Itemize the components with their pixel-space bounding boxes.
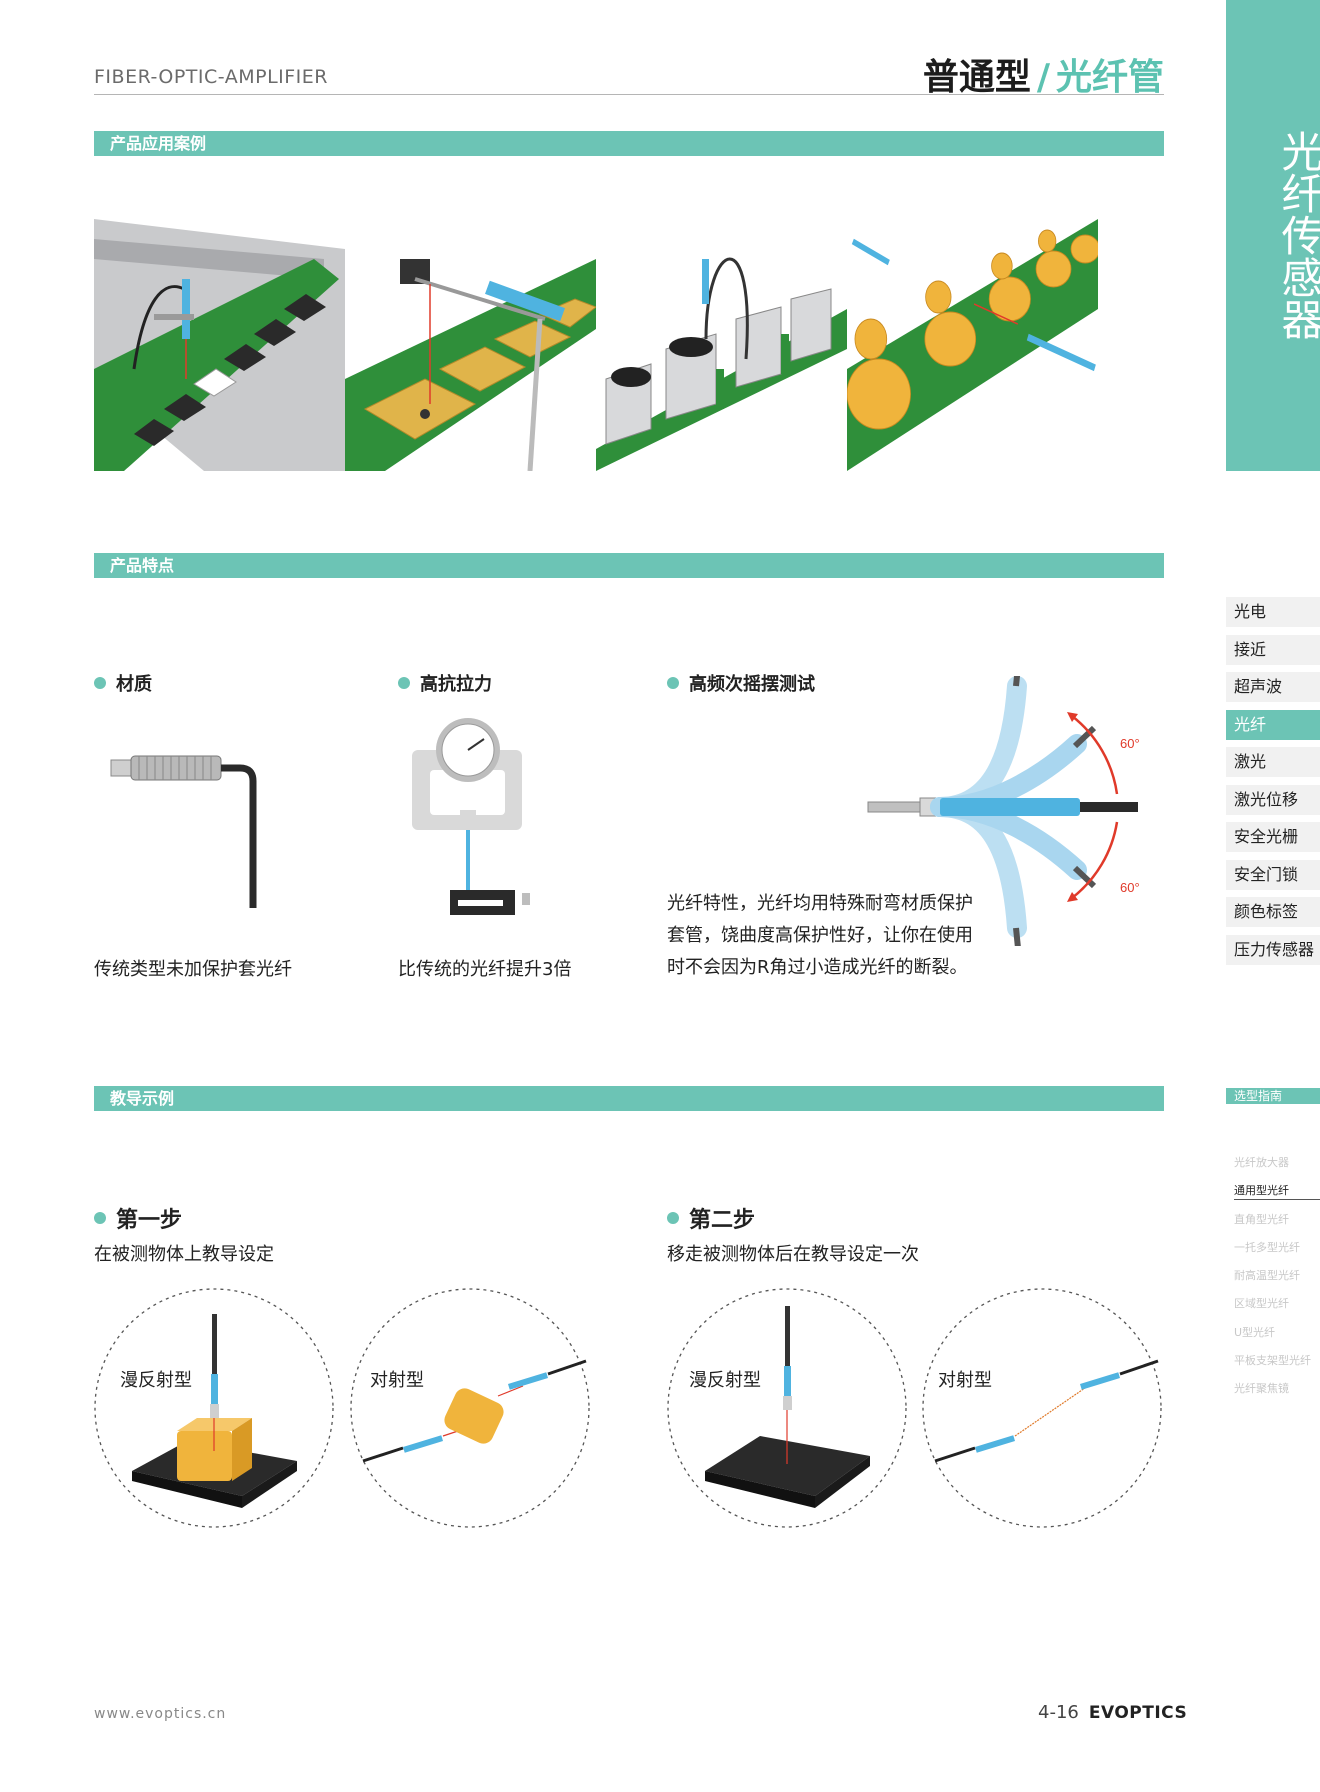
brand-logo: EVOPTICS [1088, 1703, 1188, 1723]
step2-diffuse-label: 漫反射型 [689, 1370, 761, 1391]
step2-diffuse-diagram [667, 1288, 907, 1528]
side-tab-text: 光纤传感器 [1275, 130, 1320, 340]
series-label: FIBER-OPTIC-AMPLIFIER [94, 66, 328, 88]
angle-label-top: 60° [1120, 736, 1140, 751]
bullet-dot [667, 677, 679, 689]
guide-item[interactable]: 平板支架型光纤 [1234, 1354, 1311, 1367]
step1-title: 第一步 [94, 1202, 182, 1234]
section-teaching: 教导示例 [94, 1086, 1164, 1111]
application-image-boxes [596, 219, 847, 471]
feature-swing-description: 光纤特性，光纤均用特殊耐弯材质保护套管，饶曲度高保护性好，让你在使用时不会因为R… [667, 893, 973, 978]
guide-item[interactable]: 光纤放大器 [1234, 1156, 1289, 1169]
bullet-dot [667, 1212, 679, 1224]
guide-item[interactable]: 一托多型光纤 [1234, 1241, 1300, 1254]
step1-diffuse-diagram [94, 1288, 334, 1528]
guide-item[interactable]: 通用型光纤 [1234, 1183, 1320, 1200]
page-title: 普通型/光纤管 [923, 48, 1164, 100]
header-divider [94, 94, 1164, 95]
guide-item[interactable]: 区域型光纤 [1234, 1297, 1289, 1310]
nav-item-fiber[interactable]: 光纤 [1226, 710, 1320, 740]
step2-through-beam-label: 对射型 [938, 1370, 992, 1391]
angle-label-bottom: 60° [1120, 880, 1140, 895]
nav-item-laser-displacement[interactable]: 激光位移 [1226, 785, 1320, 815]
tensile-test-illustration [412, 718, 530, 915]
bare-fiber-illustration [110, 755, 257, 908]
application-image-conveyor [94, 219, 345, 471]
feature-tensile-title: 高抗拉力 [398, 670, 492, 696]
nav-item-safety-curtain[interactable]: 安全光栅 [1226, 822, 1320, 852]
step2-description: 移走被测物体后在教导设定一次 [667, 1244, 919, 1265]
step1-through-beam-diagram [350, 1288, 590, 1528]
feature-material-title: 材质 [94, 670, 152, 696]
nav-item-safety-lock[interactable]: 安全门锁 [1226, 860, 1320, 890]
side-category-tab[interactable]: 光纤传感器 [1226, 0, 1320, 471]
application-image-ducks [847, 219, 1098, 471]
step2-title: 第二步 [667, 1202, 755, 1234]
selection-guide-title: 选型指南 [1226, 1088, 1320, 1104]
guide-item[interactable]: 耐高温型光纤 [1234, 1269, 1300, 1282]
nav-item-pressure[interactable]: 压力传感器 [1226, 935, 1320, 965]
swing-test-illustration: 60° 60° [867, 676, 1140, 946]
step1-description: 在被测物体上教导设定 [94, 1244, 274, 1265]
nav-item-ultrasonic[interactable]: 超声波 [1226, 672, 1320, 702]
nav-item-proximity[interactable]: 接近 [1226, 635, 1320, 665]
page-title-slash: / [1036, 57, 1050, 98]
application-image-blocks [345, 219, 596, 471]
nav-item-photoelectric[interactable]: 光电 [1226, 597, 1320, 627]
page-title-main: 普通型 [922, 57, 1031, 98]
step1-through-beam-label: 对射型 [370, 1370, 424, 1391]
page-number: 4-16 [1038, 1702, 1079, 1723]
footer-page: 4-16 EVOPTICS [1038, 1702, 1187, 1723]
feature-material-caption: 传统类型未加保护套光纤 [94, 959, 292, 980]
section-features: 产品特点 [94, 553, 1164, 578]
footer-url[interactable]: www.evoptics.cn [94, 1706, 227, 1722]
feature-swing-title: 高频次摇摆测试 [667, 670, 815, 696]
step1-diffuse-label: 漫反射型 [120, 1370, 192, 1391]
bullet-dot [94, 1212, 106, 1224]
bullet-dot [94, 677, 106, 689]
nav-item-color-mark[interactable]: 颜色标签 [1226, 897, 1320, 927]
guide-item[interactable]: U型光纤 [1234, 1326, 1276, 1339]
page-title-sub: 光纤管 [1055, 57, 1164, 98]
nav-item-laser[interactable]: 激光 [1226, 747, 1320, 777]
bullet-dot [398, 677, 410, 689]
step2-through-beam-diagram [922, 1288, 1162, 1528]
section-applications: 产品应用案例 [94, 131, 1164, 156]
guide-item[interactable]: 光纤聚焦镜 [1234, 1382, 1289, 1395]
feature-tensile-caption: 比传统的光纤提升3倍 [398, 959, 572, 980]
guide-item[interactable]: 直角型光纤 [1234, 1213, 1289, 1226]
